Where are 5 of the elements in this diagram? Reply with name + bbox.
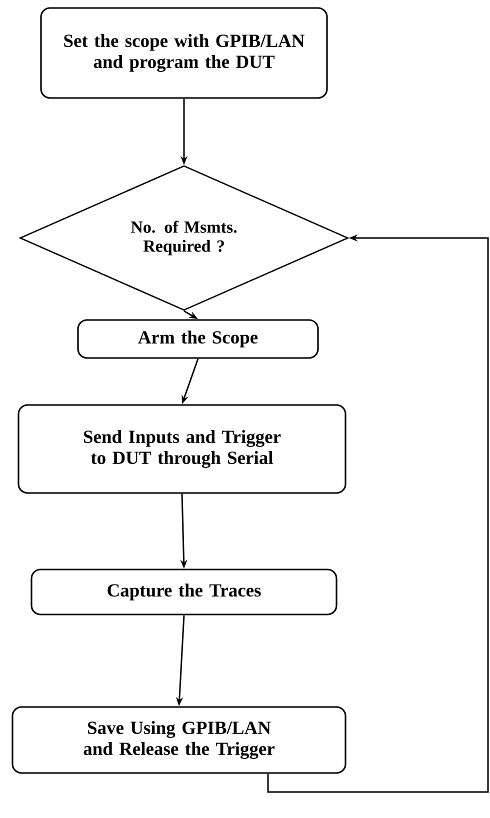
process-box: Capture the Traces	[30, 568, 338, 616]
process-box: Save Using GPIB/LAN and Release the Trigger	[12, 706, 346, 774]
process-box: Arm the Scope	[77, 319, 319, 359]
process-box: Send Inputs and Trigger to DUT through Serial	[18, 404, 346, 494]
process-box: Set the scope with GPIB/LAN and program the DUT	[40, 7, 328, 99]
